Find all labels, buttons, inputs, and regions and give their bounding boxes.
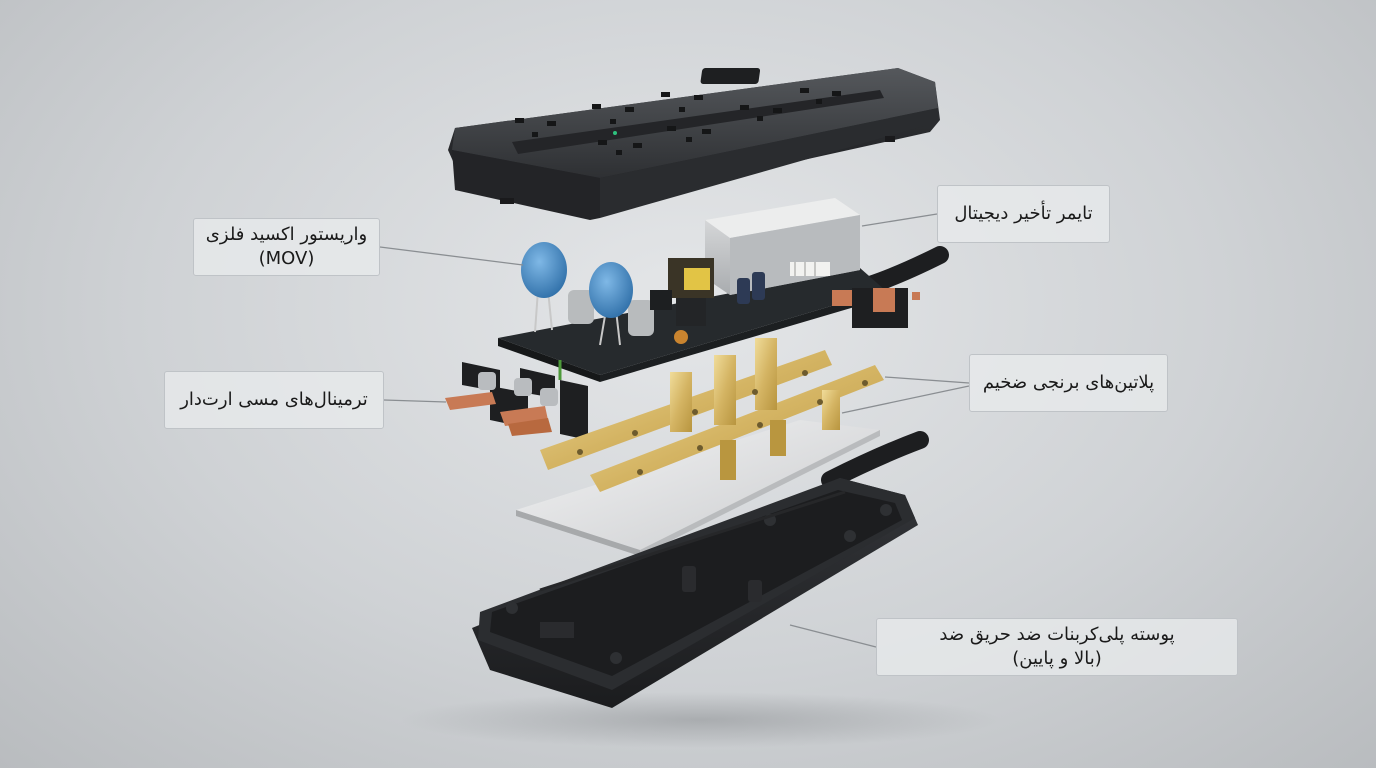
leader-housing <box>789 624 877 648</box>
label-housing-line2: (بالا و پایین) <box>1012 648 1102 669</box>
copper-earth-terminals <box>445 360 588 440</box>
label-mov-line1: واریستور اکسید فلزی <box>205 224 368 245</box>
mov-varistor <box>521 242 567 333</box>
label-housing-line1: پوسته پلی‌کربنات ضد حریق ضد <box>939 624 1175 645</box>
leader-lines <box>379 213 970 648</box>
top-housing <box>448 68 940 220</box>
label-brass-strips: پلاتین‌های برنجی ضخیم <box>969 354 1168 412</box>
leader-brass-b <box>841 385 970 414</box>
label-digital-timer: تایمر تأخیر دیجیتال <box>937 185 1110 243</box>
mov-varistor <box>589 262 633 346</box>
label-digital-timer-text: تایمر تأخیر دیجیتال <box>954 203 1093 224</box>
power-switch <box>700 68 761 84</box>
label-housing: پوسته پلی‌کربنات ضد حریق ضد (بالا و پایی… <box>876 618 1238 676</box>
capacitor <box>568 290 594 324</box>
label-brass-strips-text: پلاتین‌های برنجی ضخیم <box>982 372 1155 393</box>
bottom-housing <box>472 478 918 708</box>
capacitor <box>752 272 765 300</box>
capacitor <box>737 278 750 304</box>
leader-copper <box>383 399 447 403</box>
outlet-row <box>515 88 841 155</box>
pcb-board <box>498 198 920 382</box>
leader-mov <box>379 246 524 266</box>
label-copper-terminals: ترمینال‌های مسی ارت‌دار <box>164 371 384 429</box>
insulating-plate <box>516 420 880 556</box>
label-mov-line2: (MOV) <box>258 248 315 269</box>
brass-strips <box>540 338 884 492</box>
label-mov: واریستور اکسید فلزی (MOV) <box>193 218 380 276</box>
floor-shadow <box>400 692 1000 748</box>
leader-timer <box>861 213 938 227</box>
leader-brass-a <box>884 376 970 384</box>
power-cord <box>861 246 949 294</box>
capacitor <box>628 300 654 336</box>
label-copper-terminals-text: ترمینال‌های مسی ارت‌دار <box>180 389 368 410</box>
